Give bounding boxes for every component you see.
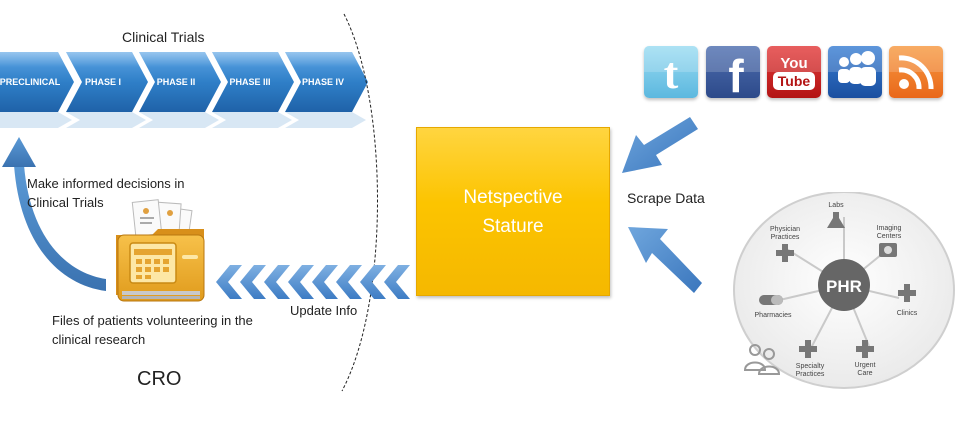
- scrape-data-arrows: [622, 117, 702, 293]
- chevron-phase-2: [139, 52, 221, 112]
- scrape-arrow-top: [622, 117, 698, 173]
- svg-text:Pharmacies: Pharmacies: [755, 312, 792, 319]
- phr-node-specialty-practices: Specialty Practices: [796, 340, 825, 378]
- phr-node-urgent-care: Urgent Care: [854, 340, 876, 377]
- clinical-trials-title: Clinical Trials: [122, 29, 205, 45]
- myspace-icon: [828, 46, 882, 98]
- update-info-label: Update Info: [290, 303, 358, 318]
- twitter-icon: t: [644, 46, 698, 98]
- phr-hub: [818, 259, 870, 311]
- chevron-label-phase-1: PHASE I: [85, 77, 121, 87]
- youtube-icon: You Tube: [767, 46, 821, 98]
- svg-text:f: f: [728, 50, 744, 98]
- rss-icon: [889, 46, 943, 98]
- cro-label: CRO: [137, 368, 182, 390]
- people-icon: [743, 344, 781, 375]
- netspective-stature-label: Netspective Stature: [463, 186, 563, 237]
- svg-text:Practices: Practices: [771, 234, 800, 241]
- phr-node-physician-practices: Physician Practices: [770, 226, 800, 262]
- scrape-data-label: Scrape Data: [627, 190, 705, 206]
- svg-text:Clinics: Clinics: [897, 310, 918, 317]
- svg-text:Specialty: Specialty: [796, 363, 825, 370]
- chevron-label-preclinical: PRECLINICAL: [0, 77, 61, 87]
- phase-chevrons: PRECLINICAL PHASE I PHASE II PHASE III P…: [0, 52, 368, 128]
- chevron-label-phase-4: PHASE IV: [302, 77, 344, 87]
- phr-node-labs: Labs: [827, 202, 845, 228]
- chevron-phase-4: [285, 52, 368, 112]
- facebook-icon: f: [706, 46, 760, 98]
- svg-text:Urgent: Urgent: [854, 362, 875, 369]
- informed-decisions-text: Make informed decisions in Clinical Tria…: [27, 176, 185, 210]
- netspective-stature-box: Netspective Stature: [416, 127, 610, 296]
- feedback-arrow: [2, 137, 106, 291]
- svg-text:t: t: [664, 49, 679, 98]
- svg-text:Centers: Centers: [877, 233, 902, 240]
- phr-node-clinics: Clinics: [897, 284, 918, 317]
- chevron-phase-3: [212, 52, 294, 112]
- cro-boundary-arc: [341, 13, 378, 392]
- phr-hub-label: PHR: [826, 277, 862, 296]
- scrape-arrow-bottom: [628, 227, 702, 293]
- chevron-phase-1: [66, 52, 148, 112]
- chevron-label-phase-2: PHASE II: [157, 77, 196, 87]
- svg-text:Physician: Physician: [770, 226, 800, 233]
- patient-files-caption: Files of patients volunteering in the cl…: [52, 313, 253, 347]
- svg-text:Tube: Tube: [778, 73, 811, 89]
- svg-text:You: You: [780, 55, 807, 72]
- chevron-label-phase-3: PHASE III: [229, 77, 270, 87]
- patient-files-icon: [116, 199, 205, 302]
- phr-node-imaging-centers: Imaging Centers: [877, 225, 902, 257]
- chevron-preclinical: [0, 52, 74, 112]
- phr-node-pharmacies: Pharmacies: [755, 295, 792, 319]
- svg-text:Care: Care: [857, 370, 872, 377]
- svg-text:Labs: Labs: [828, 202, 844, 209]
- svg-text:Imaging: Imaging: [877, 225, 902, 232]
- update-info-arrow: [216, 265, 410, 299]
- svg-text:Practices: Practices: [796, 371, 825, 378]
- phr-wheel: PHR Labs Imaging Centers Clinics Urgent …: [733, 192, 955, 389]
